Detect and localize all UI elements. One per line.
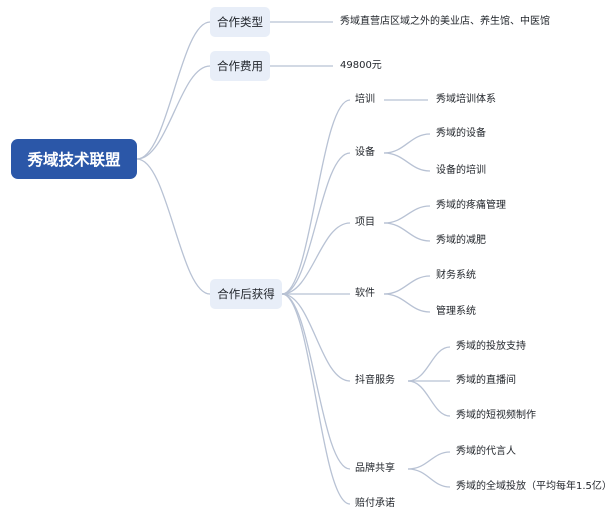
node-brand-item[interactable]: 秀域的代言人 bbox=[456, 446, 516, 457]
node-software-item[interactable]: 管理系统 bbox=[436, 306, 476, 317]
node-douyin[interactable]: 抖音服务 bbox=[355, 375, 395, 386]
node-douyin-item[interactable]: 秀域的短视频制作 bbox=[456, 410, 536, 421]
node-training-item[interactable]: 秀域培训体系 bbox=[436, 94, 496, 105]
node-software-item[interactable]: 财务系统 bbox=[436, 270, 476, 281]
node-equipment[interactable]: 设备 bbox=[355, 147, 375, 158]
node-projects-item[interactable]: 秀域的疼痛管理 bbox=[436, 200, 506, 211]
node-cooperation-type-detail[interactable]: 秀域直营店区域之外的美业店、养生馆、中医馆 bbox=[340, 16, 550, 27]
node-projects[interactable]: 项目 bbox=[355, 217, 375, 228]
node-software[interactable]: 软件 bbox=[355, 288, 375, 299]
root-node[interactable]: 秀域技术联盟 bbox=[11, 139, 137, 179]
node-cooperation-fee-detail[interactable]: 49800元 bbox=[340, 60, 382, 71]
node-cooperation-fee[interactable]: 合作费用 bbox=[210, 51, 270, 81]
node-training[interactable]: 培训 bbox=[355, 94, 375, 105]
node-equipment-item[interactable]: 设备的培训 bbox=[436, 165, 486, 176]
node-equipment-item[interactable]: 秀域的设备 bbox=[436, 128, 486, 139]
node-brand-item[interactable]: 秀域的全域投放（平均每年1.5亿） bbox=[456, 481, 612, 492]
node-douyin-item[interactable]: 秀域的直播间 bbox=[456, 375, 516, 386]
node-brand[interactable]: 品牌共享 bbox=[355, 463, 395, 474]
node-projects-item[interactable]: 秀域的减肥 bbox=[436, 235, 486, 246]
node-benefits[interactable]: 合作后获得 bbox=[210, 279, 282, 309]
node-douyin-item[interactable]: 秀域的投放支持 bbox=[456, 341, 526, 352]
node-cooperation-type[interactable]: 合作类型 bbox=[210, 7, 270, 37]
node-compensation[interactable]: 赔付承诺 bbox=[355, 498, 395, 509]
